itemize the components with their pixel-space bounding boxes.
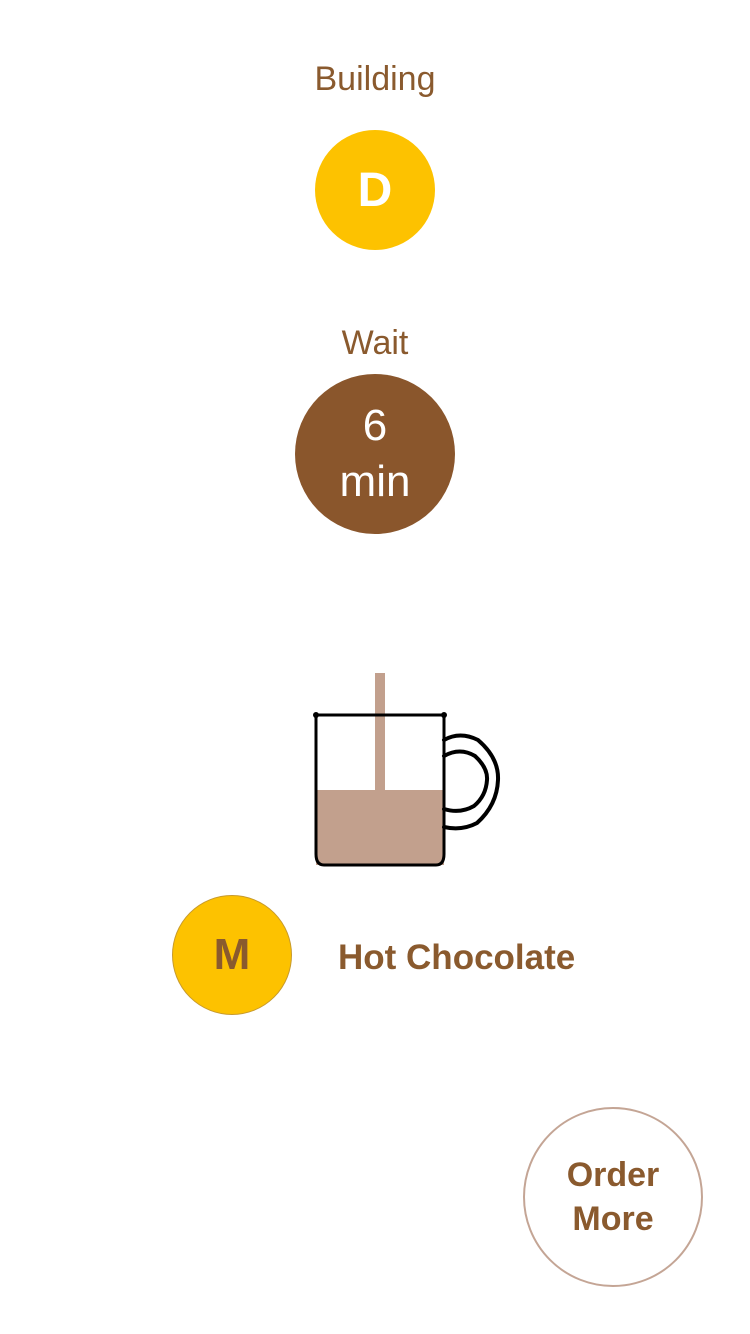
- building-badge: D: [315, 130, 435, 250]
- building-value: D: [357, 163, 393, 217]
- mug-handle: [442, 733, 501, 831]
- wait-unit: min: [339, 457, 411, 506]
- mug-icon: [300, 668, 510, 873]
- size-value: M: [213, 930, 251, 979]
- straw-icon: [375, 673, 385, 792]
- wait-value: 6: [362, 401, 388, 450]
- cup-liquid: [316, 790, 444, 865]
- drink-name: Hot Chocolate: [338, 938, 576, 977]
- order-more-line2: More: [572, 1200, 654, 1238]
- building-label: Building: [314, 60, 436, 98]
- order-more-button[interactable]: Order More: [523, 1107, 703, 1287]
- mug-outline: [314, 713, 446, 867]
- order-more-line1: Order: [566, 1156, 660, 1194]
- wait-label: Wait: [341, 324, 409, 362]
- wait-time-badge: 6 min: [295, 374, 455, 534]
- size-badge: M: [172, 895, 292, 1015]
